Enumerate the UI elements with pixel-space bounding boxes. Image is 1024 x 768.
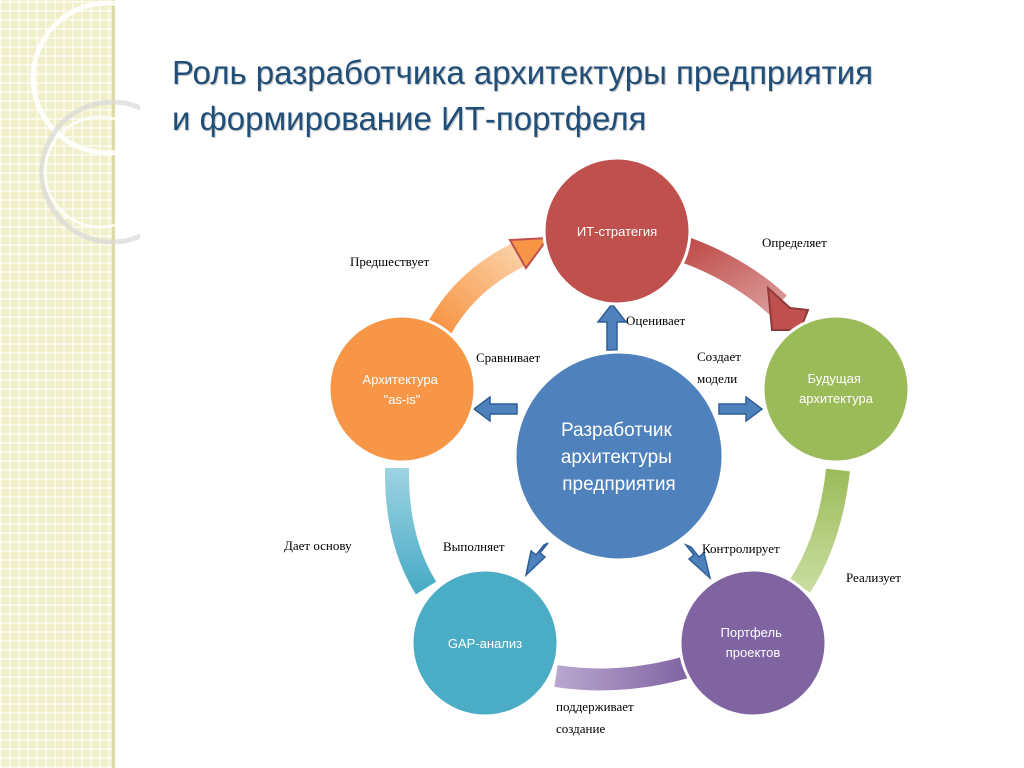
svg-text:поддерживает создание: поддерживает создание	[556, 699, 637, 736]
decorative-rings	[30, 0, 140, 245]
label-realizes: Реализует	[846, 570, 901, 585]
label-defines: Определяет	[762, 235, 827, 250]
svg-text:Разработчик архитектуры: Разработчик архитектуры предприятия	[561, 420, 677, 495]
node-gap-analysis	[410, 568, 560, 718]
svg-text:Портфель проектов: Портфель проектов	[721, 625, 786, 660]
portfolio-label-line2: проектов	[726, 645, 781, 660]
portfolio-label-line1: Портфель	[721, 625, 783, 640]
gap-analysis-label: GAP-анализ	[448, 636, 522, 651]
future-architecture-label-line2: архитектура	[799, 391, 874, 406]
arrowhead-defines	[766, 285, 810, 331]
asis-label-line1: Архитектура	[363, 372, 439, 387]
arrow-to-future	[718, 395, 764, 423]
label-controls: Контролирует	[702, 541, 780, 556]
label-supports-line2: создание	[556, 721, 605, 736]
band-gap-to-asis	[384, 467, 437, 595]
slide-title-line2: и формирование ИТ-портфеля	[172, 100, 647, 137]
node-future-architecture	[761, 314, 911, 464]
label-compares: Сравнивает	[476, 350, 541, 365]
label-gives-basis: Дает основу	[284, 538, 352, 553]
label-precedes: Предшествует	[350, 254, 429, 269]
svg-text:ИТ-стратегия: ИТ-стратегия	[577, 224, 657, 239]
label-performs: Выполняет	[443, 539, 505, 554]
node-project-portfolio	[678, 568, 828, 718]
slide-title: Роль разработчика архитектуры предприяти…	[172, 50, 992, 142]
asis-label-line2: "as-is"	[384, 392, 421, 407]
label-supports-line1: поддерживает	[556, 699, 634, 714]
center-label-line1: Разработчик	[561, 420, 672, 441]
center-label-line2: архитектуры	[561, 447, 672, 468]
band-portfolio-to-gap	[554, 656, 690, 691]
future-architecture-label-line1: Будущая	[808, 371, 861, 386]
arrowhead-precedes	[508, 236, 551, 270]
node-asis-architecture	[327, 314, 477, 464]
arrow-to-strategy	[596, 302, 628, 351]
svg-text:Будущая архитектура: Будущая архитектура	[799, 371, 874, 406]
arrow-to-gap	[524, 542, 549, 578]
svg-text:Создает модели: Создает модели	[697, 349, 744, 386]
center-node	[513, 350, 725, 562]
svg-text:Архитектура "as-is": Архитектура "as-is"	[363, 372, 442, 407]
node-it-strategy	[542, 156, 692, 306]
band-future-to-portfolio	[789, 468, 850, 593]
decorative-divider	[112, 0, 115, 768]
arrow-to-asis	[472, 395, 518, 423]
arrow-to-portfolio	[683, 543, 712, 581]
label-creates-line1: Создает	[697, 349, 741, 364]
label-evaluates: Оценивает	[626, 313, 686, 328]
slide-title-line1: Роль разработчика архитектуры предприяти…	[172, 54, 874, 91]
band-asis-to-strategy	[428, 241, 528, 334]
band-strategy-to-future	[681, 237, 787, 315]
label-creates-line2: модели	[697, 371, 737, 386]
it-strategy-label: ИТ-стратегия	[577, 224, 657, 239]
svg-text:GAP-анализ: GAP-анализ	[448, 636, 522, 651]
center-label-line3: предприятия	[562, 474, 675, 495]
